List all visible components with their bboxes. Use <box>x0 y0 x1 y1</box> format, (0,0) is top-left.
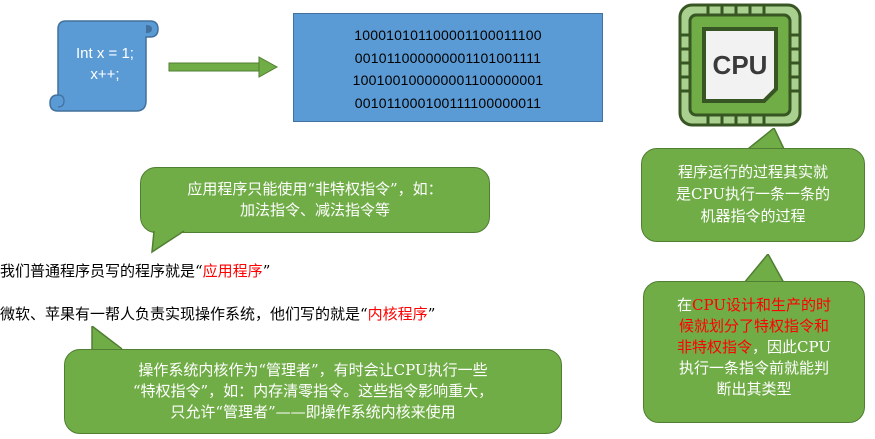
callout-app-line-2: 加法指令、减法指令等 <box>239 201 390 219</box>
binary-line-4: 001011000100111100000011 <box>354 94 542 111</box>
binary-line-3: 100100100000001100000001 <box>352 72 544 88</box>
callout-cpu-design-tail <box>743 254 785 284</box>
callout-kernel-instructions: 操作系统内核作为“管理者”，有时会让CPU执行一些 “特权指令”，如：内存清零指… <box>64 349 562 434</box>
cpu-icon-label: CPU <box>713 50 768 80</box>
callout-app-line-1: 应用程序只能使用“非特权指令”，如： <box>187 180 443 198</box>
machine-code-box: 100010101100001100011100 001011000000001… <box>293 13 603 122</box>
callout-cpu-design-line-1-prefix: 在 <box>677 296 693 314</box>
callout-cpu-process-tail <box>747 128 785 150</box>
callout-cpu-design-line-3: 非特权指令，因此CPU <box>644 337 864 358</box>
callout-app-tail <box>151 230 185 254</box>
callout-cpu-process-line-2: 是CPU执行一条一条的 <box>676 185 830 203</box>
callout-cpu-design-line-5: 断出其类型 <box>716 380 792 398</box>
callout-cpu-design-line-3-red: 非特权指令 <box>677 338 753 356</box>
text-app-highlight: 应用程序 <box>202 262 263 280</box>
right-arrow-icon <box>168 56 279 78</box>
binary-line-2: 001011000000001101001111 <box>354 49 542 66</box>
callout-cpu-design-line-4: 执行一条指令前就能判 <box>678 359 829 377</box>
callout-cpu-design-line-3-suffix: ，因此CPU <box>752 338 831 356</box>
callout-cpu-design-line-1-red: CPU设计和生产的时 <box>692 296 831 314</box>
code-snippet: Int x = 1; x++; <box>55 43 155 85</box>
callout-kernel-tail <box>91 326 123 350</box>
text-kernel-highlight: 内核程序 <box>367 305 428 323</box>
binary-line-1: 100010101100001100011100 <box>354 27 542 43</box>
callout-kernel-line-2: “特权指令”，如：内存清零指令。这些指令影响重大， <box>132 382 494 400</box>
text-kernel-programs: 微软、苹果有一帮人负责实现操作系统，他们写的就是“内核程序” <box>0 303 435 324</box>
callout-kernel-line-3: 只允许“管理者”——即操作系统内核来使用 <box>170 403 456 421</box>
code-scroll-shape <box>49 20 159 112</box>
text-app-programs: 我们普通程序员写的程序就是“应用程序” <box>0 260 270 281</box>
callout-cpu-design-line-1: 在CPU设计和生产的时 <box>644 295 864 316</box>
callout-kernel-line-1: 操作系统内核作为“管理者”，有时会让CPU执行一些 <box>138 361 488 379</box>
text-app-prefix: 我们普通程序员写的程序就是“ <box>0 262 203 280</box>
text-kernel-suffix: ” <box>427 305 436 323</box>
text-app-suffix: ” <box>262 262 271 280</box>
callout-app-instructions: 应用程序只能使用“非特权指令”，如： 加法指令、减法指令等 <box>140 167 490 233</box>
cpu-icon: CPU <box>678 3 802 127</box>
callout-cpu-design-line-2: 候就划分了特权指令和 <box>678 317 829 335</box>
callout-cpu-process-line-3: 机器指令的过程 <box>700 207 806 225</box>
callout-cpu-process: 程序运行的过程其实就 是CPU执行一条一条的 机器指令的过程 <box>641 148 865 242</box>
text-kernel-prefix: 微软、苹果有一帮人负责实现操作系统，他们写的就是“ <box>0 305 368 323</box>
callout-cpu-design: 在CPU设计和生产的时 候就划分了特权指令和 非特权指令，因此CPU 执行一条指… <box>643 281 865 423</box>
code-line-2: x++; <box>90 66 120 83</box>
callout-cpu-process-line-1: 程序运行的过程其实就 <box>677 163 828 181</box>
code-line-1: Int x = 1; <box>76 45 134 62</box>
